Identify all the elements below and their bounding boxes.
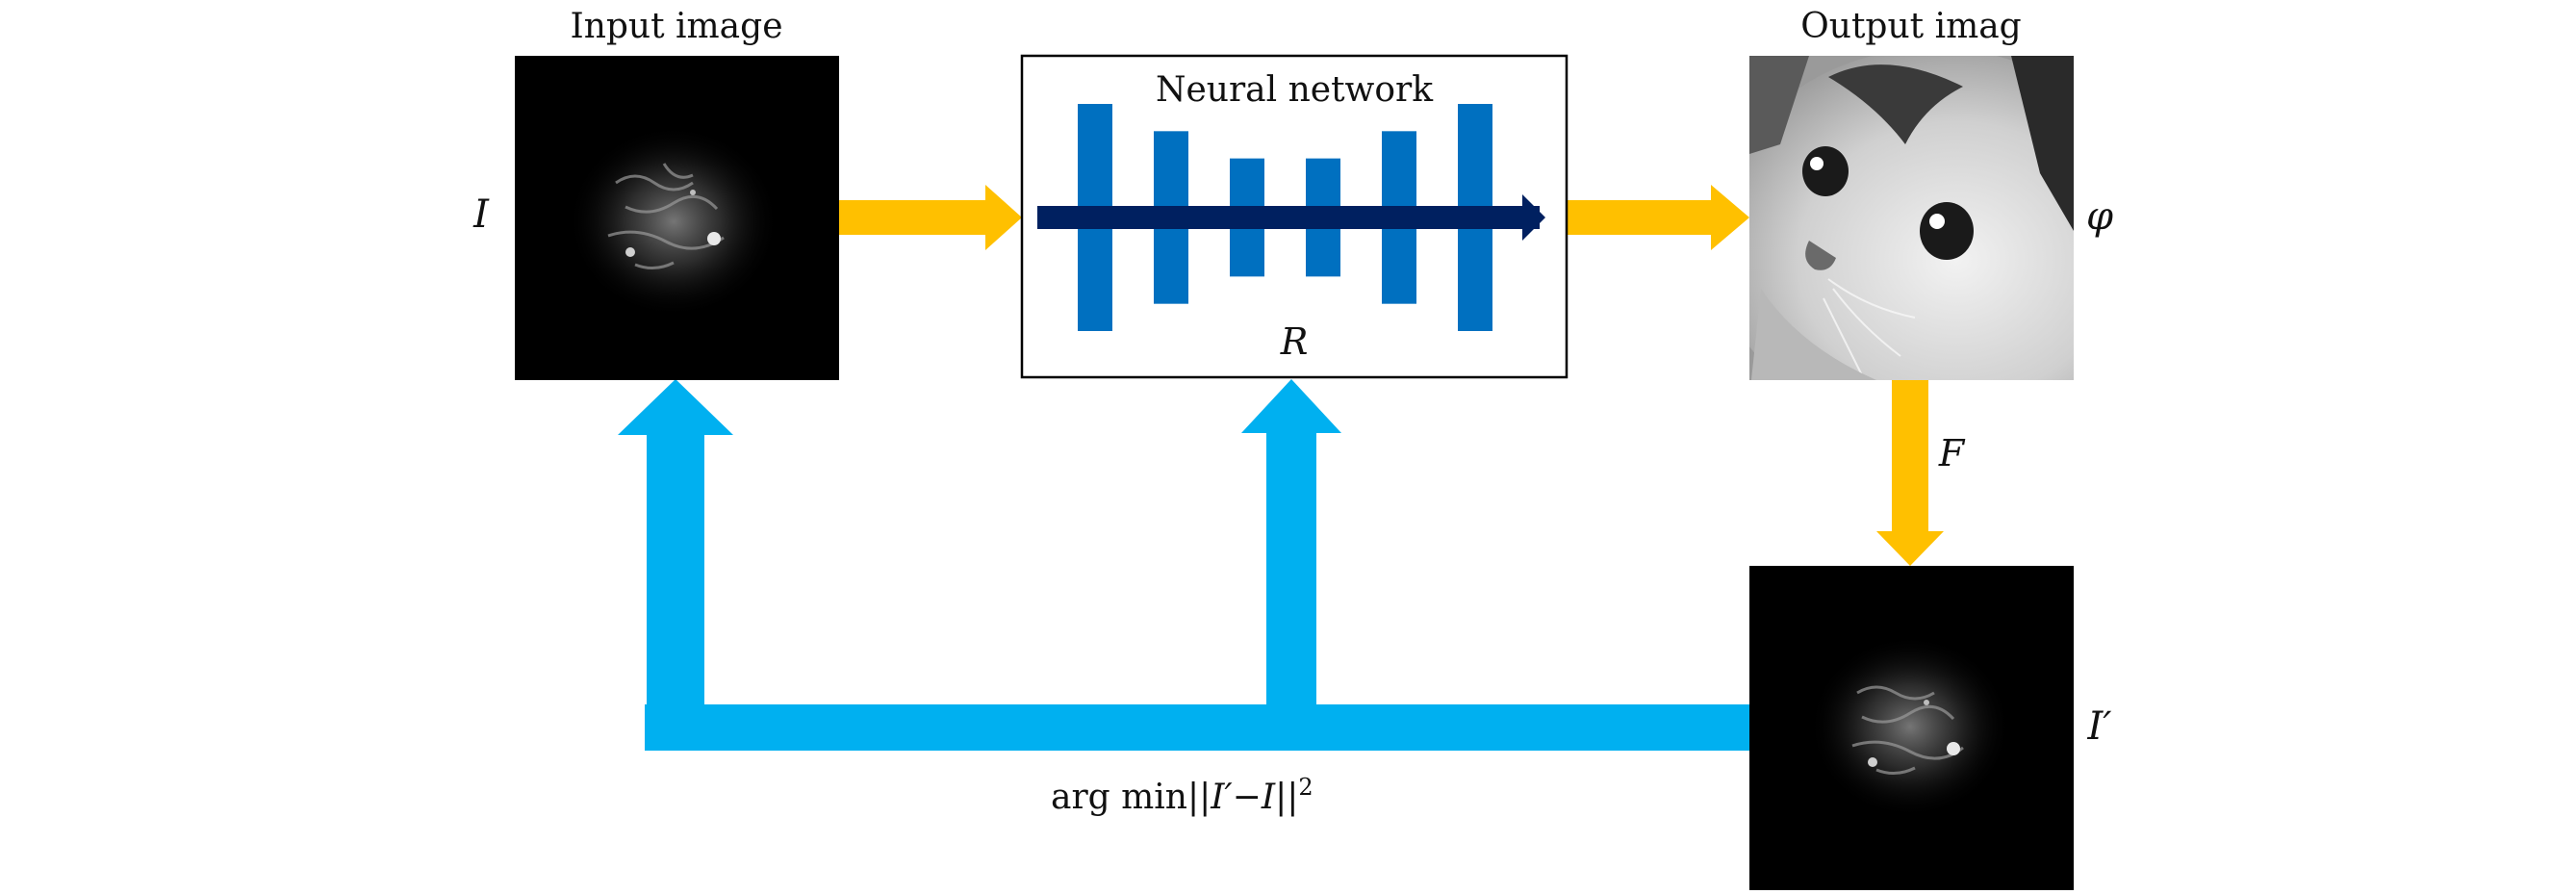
feedback-path — [618, 379, 1751, 751]
arrow-input-to-network-head — [985, 185, 1022, 250]
arrow-network-to-output-head — [1711, 185, 1749, 250]
arrow-network-to-output-shaft — [1567, 200, 1713, 235]
input-symbol-I: I — [472, 192, 490, 237]
loss-prefix: arg min|| — [1051, 778, 1211, 817]
feedback-middle-shaft — [1266, 433, 1316, 751]
reconstructed-image — [1749, 566, 2074, 890]
feedback-left-shaft — [647, 433, 704, 751]
loss-bars: || — [1275, 778, 1298, 817]
network-symbol-R: R — [1280, 320, 1309, 363]
forward-path — [839, 185, 1944, 566]
output-image — [1749, 56, 2074, 380]
arrow-output-to-recon-shaft — [1892, 380, 1928, 534]
feedback-horizontal-bar — [645, 704, 1751, 751]
network-flow-arrow-tip — [1522, 194, 1545, 241]
loss-expression: arg min||I′−I||2 — [1051, 774, 1314, 817]
loss-i-prime: I′ — [1210, 778, 1232, 817]
neural-network-box — [1020, 54, 1569, 379]
loss-power: 2 — [1298, 774, 1313, 801]
forward-model-symbol-F: F — [1938, 432, 1966, 474]
network-flow-arrow-shaft — [1037, 206, 1540, 229]
feedback-arrowhead-to-input — [618, 379, 733, 435]
network-title: Neural network — [1156, 70, 1434, 110]
arrow-output-to-recon-head — [1876, 531, 1944, 566]
loss-minus: − — [1233, 778, 1262, 817]
feedback-arrowhead-to-network — [1241, 379, 1341, 433]
loss-i: I — [1261, 778, 1276, 817]
input-image-title: Input image — [570, 7, 782, 46]
output-symbol-phi: φ — [2086, 194, 2113, 239]
arrow-input-to-network-shaft — [839, 200, 989, 235]
output-image-title: Output imag — [1800, 7, 2021, 46]
input-image — [515, 56, 839, 380]
reconstruction-symbol-I-prime: I′ — [2087, 704, 2112, 749]
